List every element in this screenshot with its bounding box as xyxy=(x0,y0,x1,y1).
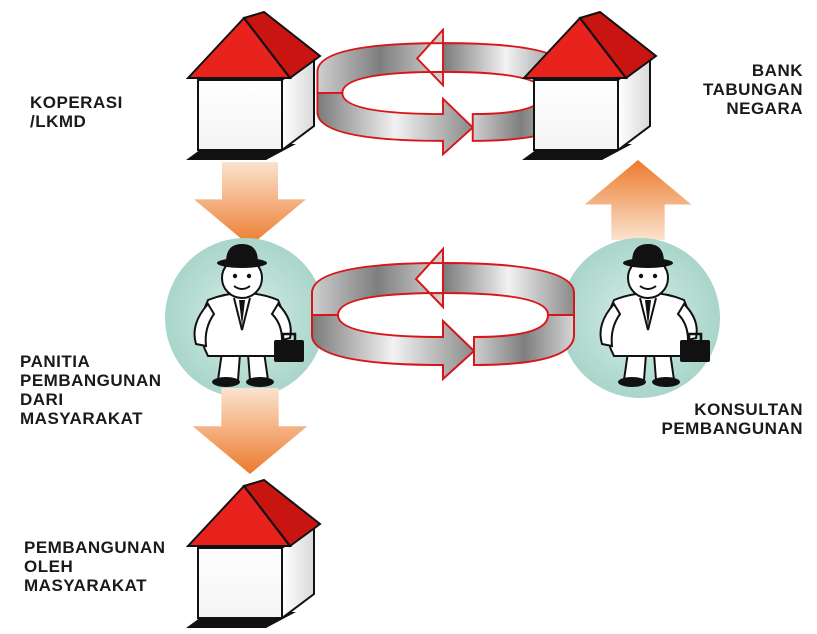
community-house-icon xyxy=(186,479,321,628)
pembangunan-label-line: OLEH xyxy=(24,557,74,576)
pembangunan-label: PEMBANGUNAN OLEH MASYARAKAT xyxy=(24,538,166,595)
panitia-label-line: PANITIA xyxy=(20,352,91,371)
bank-label: BANK TABUNGAN NEGARA xyxy=(703,61,803,118)
koperasi-house-icon xyxy=(186,11,321,160)
top-cycle-arrows-icon xyxy=(316,28,570,156)
down-arrow-icon xyxy=(194,162,306,246)
pembangunan-label-line: MASYARAKAT xyxy=(24,576,148,595)
koperasi-label-line: /LKMD xyxy=(30,112,87,131)
panitia-label-line: PEMBANGUNAN xyxy=(20,371,162,390)
panitia-label: PANITIA PEMBANGUNAN DARI MASYARAKAT xyxy=(20,352,162,428)
konsultan-label: KONSULTAN PEMBANGUNAN xyxy=(662,400,804,438)
bank-label-line: TABUNGAN xyxy=(702,80,803,99)
middle-cycle-arrows-icon xyxy=(310,247,576,381)
konsultan-label-line: KONSULTAN xyxy=(694,400,803,419)
up-arrow-icon xyxy=(584,160,692,240)
bank-label-line: BANK xyxy=(751,61,803,80)
panitia-label-line: MASYARAKAT xyxy=(20,409,144,428)
pembangunan-label-line: PEMBANGUNAN xyxy=(24,538,166,557)
koperasi-label: KOPERASI /LKMD xyxy=(30,93,123,131)
koperasi-label-line: KOPERASI xyxy=(30,93,123,112)
bank-house-icon xyxy=(522,11,657,160)
bank-label-line: NEGARA xyxy=(726,99,803,118)
lower-down-arrow-icon xyxy=(192,388,308,474)
panitia-label-line: DARI xyxy=(20,390,64,409)
konsultan-label-line: PEMBANGUNAN xyxy=(661,419,803,438)
